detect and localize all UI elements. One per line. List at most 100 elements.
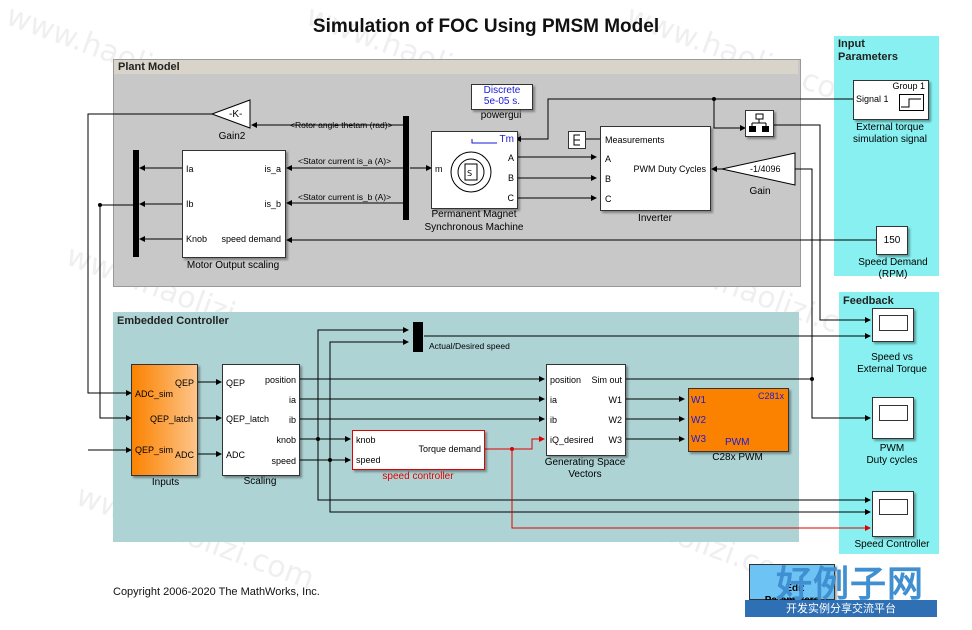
c28x-pwm-block[interactable]: C281x W1 W2 W3 PWM <box>688 388 789 452</box>
port-w2: W2 <box>691 415 706 426</box>
powergui-caption: powergui <box>480 110 522 121</box>
speed-controller-block[interactable]: knob speed Torque demand <box>352 430 485 470</box>
port-b: B <box>605 174 612 184</box>
copyright-text: Copyright 2006-2020 The MathWorks, Inc. <box>113 586 320 598</box>
input-parameters-label: Input Parameters <box>838 38 898 63</box>
port-ib: Ib <box>186 199 194 209</box>
port-ia: ia <box>550 395 558 405</box>
demux-bus-plant <box>403 116 409 220</box>
port-qep: QEP <box>226 378 246 388</box>
port-ia: Ia <box>186 164 194 174</box>
powergui-block[interactable]: Discrete 5e-05 s. <box>471 84 533 110</box>
signal-label: Signal 1 <box>856 94 889 104</box>
port-adc: ADC <box>174 450 194 460</box>
external-torque-caption-1: External torque <box>856 122 924 133</box>
c281x-label: C281x <box>757 391 784 401</box>
gen-vectors-caption-1: Generating Space <box>544 457 626 468</box>
scope-speed-controller[interactable] <box>872 491 914 537</box>
stator-a-signal-label: <Stator current is_a (A)> <box>298 156 392 166</box>
motor-output-scaling-caption: Motor Output scaling <box>186 260 280 271</box>
scope-pwm-duty-cycles[interactable] <box>872 397 914 439</box>
generating-space-vectors-block[interactable]: position ia ib iQ_desired Sim out W1 W2 … <box>546 364 626 456</box>
port-speed: speed <box>356 455 381 465</box>
watermark-site-logo: 好例子网 <box>776 564 925 605</box>
powergui-line1: Discrete <box>483 85 521 96</box>
port-a: A <box>605 154 612 164</box>
stator-b-signal-label: <Stator current is_b (A)> <box>298 192 392 202</box>
port-adc-sim: ADC_sim <box>135 389 174 399</box>
port-iq-desired: iQ_desired <box>550 435 594 445</box>
inputs-block[interactable]: ADC_sim QEP_latch QEP_sim QEP ADC <box>131 364 198 476</box>
scope-speed-caption-2: External Torque <box>857 364 927 375</box>
gain-caption: Gain <box>749 186 771 197</box>
port-w1: W1 <box>691 395 706 406</box>
port-speed-demand: speed demand <box>221 234 281 244</box>
selector-block[interactable] <box>745 110 774 137</box>
pmsm-caption-1: Permanent Magnet <box>431 209 517 220</box>
port-position: position <box>550 375 582 385</box>
port-qep-sim: QEP_sim <box>135 445 174 455</box>
scope-icon <box>879 315 908 331</box>
port-speed: speed <box>271 456 296 466</box>
scope-pwm-caption-1: PWM <box>879 443 905 454</box>
external-torque-signal-block[interactable]: Group 1 Signal 1 <box>853 80 929 120</box>
port-m: m <box>435 164 443 174</box>
port-ib: ib <box>288 415 296 425</box>
scope-icon <box>879 405 908 421</box>
mux-bus-motor <box>133 150 139 257</box>
port-w1: W1 <box>608 395 623 405</box>
speed-demand-caption-2: (RPM) <box>878 269 908 280</box>
selector-icon <box>749 113 769 132</box>
powergui-line2: 5e-05 s. <box>483 96 521 107</box>
speed-demand-constant[interactable]: 150 <box>876 226 908 255</box>
port-c: C <box>605 194 612 204</box>
port-position: position <box>264 375 296 385</box>
port-measurements: Measurements <box>605 135 665 145</box>
plant-model-label: Plant Model <box>118 61 180 73</box>
c28x-pwm-caption: C28x PWM <box>712 452 763 463</box>
pmsm-caption-2: Synchronous Machine <box>424 222 524 233</box>
scaling-block[interactable]: QEP QEP_latch ADC position ia ib knob sp… <box>222 364 300 476</box>
port-knob: Knob <box>186 234 208 244</box>
group-label: Group 1 <box>892 81 925 91</box>
svg-text:S: S <box>467 169 472 178</box>
pmsm-block[interactable]: m Tm A B C S <box>431 131 518 209</box>
port-sim-out: Sim out <box>591 375 622 385</box>
port-knob: knob <box>356 435 376 445</box>
terminator-icon <box>573 134 580 146</box>
port-torque-demand: Torque demand <box>418 444 481 454</box>
speed-controller-caption: speed controller <box>382 471 454 482</box>
scope-speed-vs-torque[interactable] <box>872 308 914 342</box>
port-tm: Tm <box>499 134 514 145</box>
port-adc: ADC <box>226 450 246 460</box>
gain-value: -1/4096 <box>750 164 781 174</box>
embedded-controller-label: Embedded Controller <box>117 315 229 327</box>
port-is-a: is_a <box>264 164 281 174</box>
port-is-b: is_b <box>264 199 281 209</box>
external-torque-caption-2: simulation signal <box>853 134 927 145</box>
motor-icon: S <box>450 139 497 193</box>
port-w2: W2 <box>608 415 623 425</box>
speed-demand-caption-1: Speed Demand <box>858 257 928 268</box>
pwm-label: PWM <box>725 437 750 448</box>
port-qep: QEP <box>174 378 194 388</box>
motor-output-scaling-block[interactable]: Ia Ib Knob is_a is_b speed demand <box>182 150 286 258</box>
port-a: A <box>507 153 514 163</box>
port-qep-latch: QEP_latch <box>226 414 270 424</box>
port-qep-latch: QEP_latch <box>150 414 194 424</box>
port-ia: ia <box>288 395 296 405</box>
inverter-caption: Inverter <box>638 213 672 224</box>
inverter-block[interactable]: Measurements A B C PWM Duty Cycles <box>600 126 711 211</box>
signal-builder-icon <box>899 94 924 111</box>
diagram-title: Simulation of FOC Using PMSM Model <box>312 16 660 37</box>
port-knob: knob <box>276 435 296 445</box>
feedback-label: Feedback <box>843 295 894 307</box>
port-c: C <box>507 193 515 203</box>
scaling-caption: Scaling <box>243 476 277 487</box>
measurements-terminator[interactable] <box>568 131 586 149</box>
port-ib: ib <box>550 415 558 425</box>
mux-bus-speed <box>413 322 423 352</box>
scope-pwm-caption-2: Duty cycles <box>866 455 918 466</box>
port-w3: W3 <box>691 434 706 445</box>
rotor-angle-signal-label: <Rotor angle thetam (rad)> <box>290 120 393 130</box>
